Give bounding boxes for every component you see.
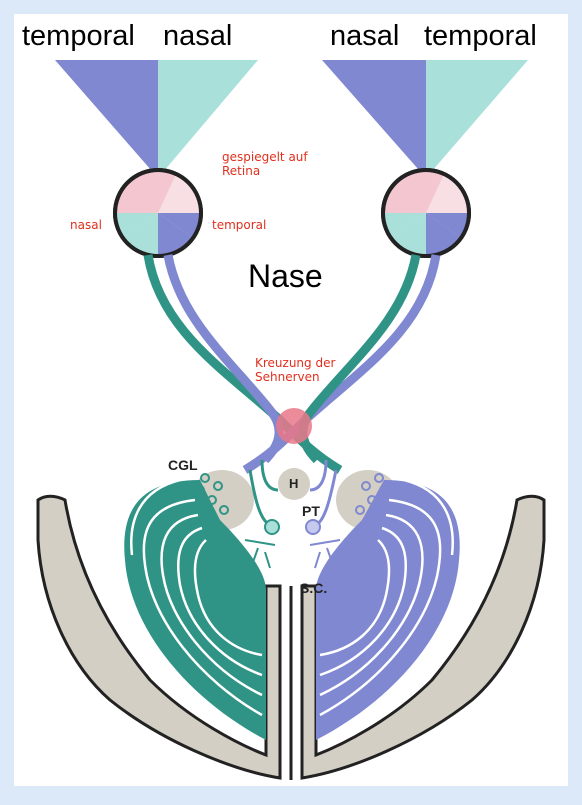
- right-pt-node: [305, 519, 321, 535]
- eye-nasal-annotation: nasal: [70, 218, 102, 232]
- right-eye: [381, 168, 471, 258]
- nose-label: Nase: [248, 258, 323, 294]
- mirrored-annotation: gespiegelt auf Retina: [222, 150, 308, 178]
- sc-label: S.C.: [300, 580, 328, 596]
- pt-label: PT: [302, 503, 320, 519]
- left-cortex: [36, 494, 282, 780]
- h-label: H: [289, 476, 299, 491]
- left-nasal-label: nasal: [163, 20, 233, 52]
- left-temporal-label: temporal: [22, 20, 135, 52]
- chiasm-annotation: Kreuzung der Sehnerven: [255, 356, 336, 384]
- right-temporal-label: temporal: [424, 20, 537, 52]
- right-cgl-nodes: [355, 473, 389, 515]
- right-nasal-label: nasal: [330, 20, 400, 52]
- right-nasal-field: [322, 60, 426, 178]
- right-cortex: [300, 494, 546, 780]
- left-sc-branches: [241, 539, 276, 569]
- right-nerve-blue: [242, 254, 441, 474]
- left-temporal-field: [55, 60, 158, 178]
- left-cgl-nodes: [195, 473, 229, 515]
- hypothalamus-node: [278, 468, 310, 500]
- optic-chiasm: [276, 408, 312, 444]
- cgl-label: CGL: [168, 457, 198, 473]
- right-temporal-field: [426, 60, 528, 178]
- right-sc-branches: [309, 539, 344, 569]
- left-pt-node: [264, 519, 280, 535]
- left-eye: [113, 168, 203, 258]
- left-nasal-field: [158, 60, 258, 178]
- eye-temporal-annotation: temporal: [212, 218, 267, 232]
